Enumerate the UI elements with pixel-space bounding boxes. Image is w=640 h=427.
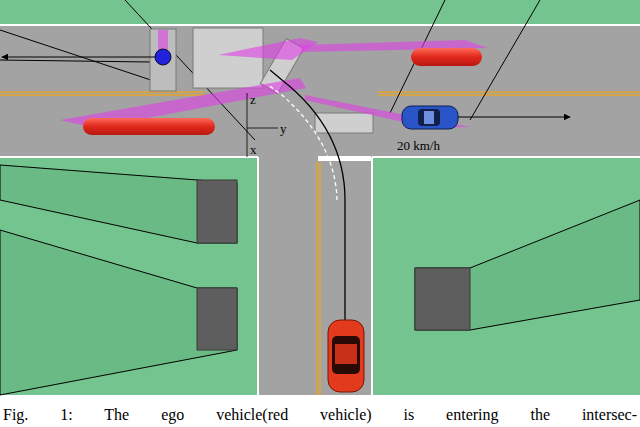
axes xyxy=(247,93,278,157)
predicted-occupancy xyxy=(83,118,215,135)
planned-path xyxy=(270,70,345,330)
pedestrian xyxy=(155,49,171,65)
road-edges xyxy=(0,25,640,395)
predicted-occupancy xyxy=(411,48,482,66)
path-boundary xyxy=(268,85,337,200)
speed-label: 20 km/h xyxy=(397,139,440,152)
ego-vehicle xyxy=(328,320,364,392)
vertical-road xyxy=(258,157,372,395)
stop-line xyxy=(318,156,371,161)
axis-label: y xyxy=(280,122,287,135)
motion-arrow xyxy=(2,57,155,58)
figure-caption: Fig. 1: The ego vehicle(red vehicle) is … xyxy=(3,407,637,423)
grass xyxy=(0,0,640,395)
horizontal-road xyxy=(0,25,640,157)
occluded-region xyxy=(0,230,237,395)
sensor-beams xyxy=(60,30,488,128)
motion-arrow xyxy=(458,117,570,118)
other-vehicle xyxy=(402,106,458,129)
occluded-region xyxy=(0,165,237,243)
axis-label: x xyxy=(250,143,257,156)
center-lines xyxy=(0,92,640,395)
axis-label: z xyxy=(250,93,256,106)
intersection-scene xyxy=(0,0,640,400)
occlusion-boxes xyxy=(150,28,373,133)
occluded-region xyxy=(415,200,640,330)
